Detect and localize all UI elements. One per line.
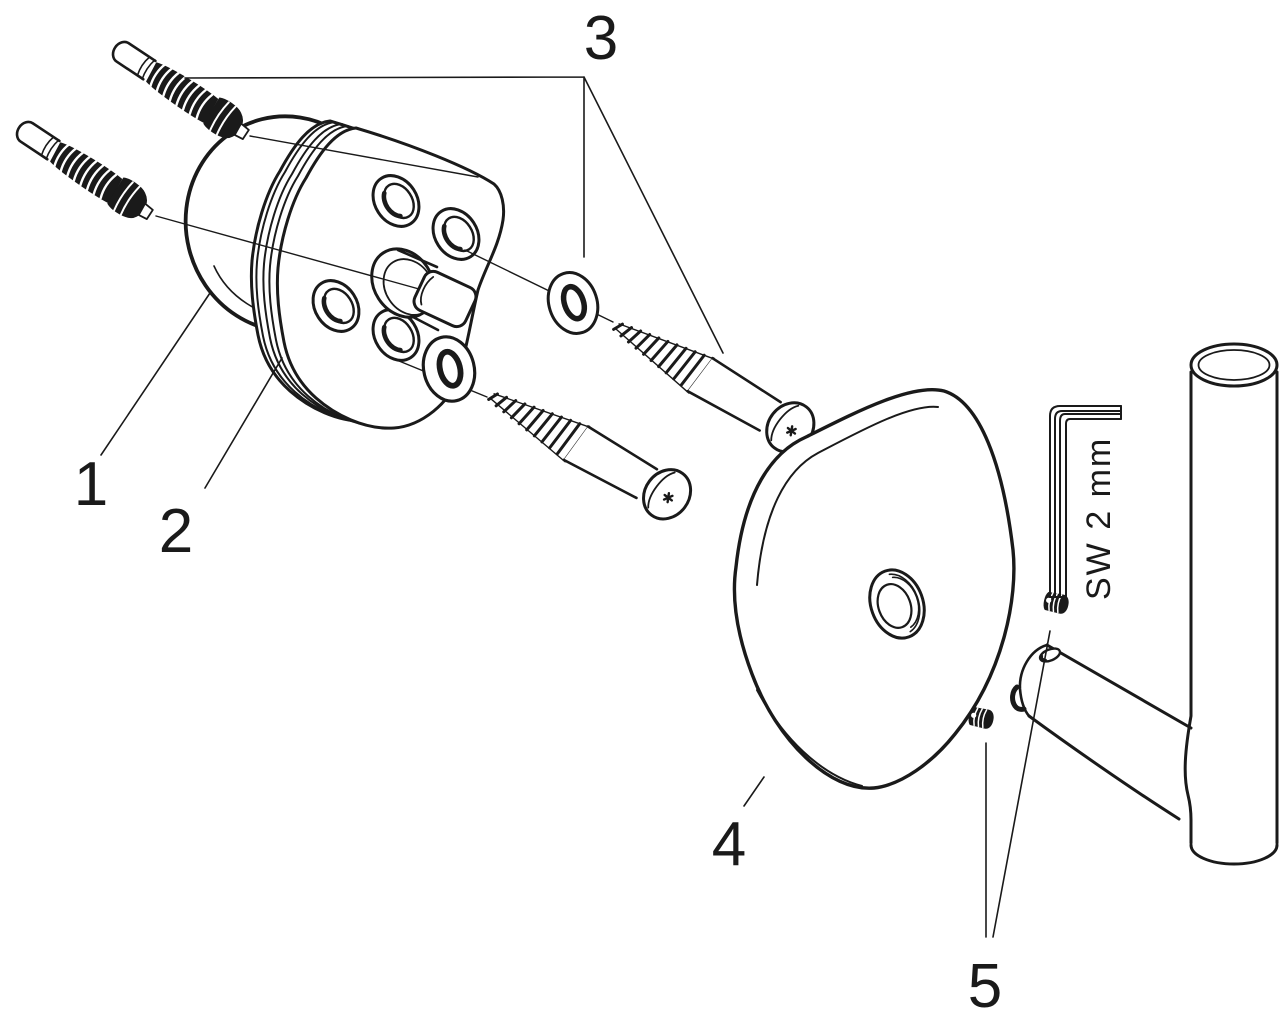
leader-part2 xyxy=(204,357,283,489)
rod-body-fill xyxy=(1191,345,1277,864)
stud-edge-top xyxy=(396,248,439,269)
label-part4: 4 xyxy=(712,810,746,879)
cover-plate-face-edge xyxy=(756,405,939,586)
screw-1 xyxy=(599,299,829,467)
arm-lower-edge xyxy=(1027,714,1181,821)
rod-bottom-cap xyxy=(1189,843,1279,866)
allen-key-icon xyxy=(1049,405,1122,598)
axis-line-lower-plug xyxy=(155,215,420,290)
leader-part3 xyxy=(184,76,724,354)
screw-2 xyxy=(474,369,705,534)
arm-top-hole xyxy=(1038,647,1062,663)
stud-head-chamfer xyxy=(419,276,435,306)
allen-key-inner-line-2 xyxy=(1059,413,1122,598)
rod-top-cap xyxy=(1189,342,1279,388)
allen-key-inner-line-1 xyxy=(1054,410,1122,598)
allen-key-outer-edge xyxy=(1049,405,1122,598)
label-part1: 1 xyxy=(74,450,108,519)
label-part2: 2 xyxy=(159,497,193,566)
axis-line-upper-plug xyxy=(249,135,479,178)
stud-edge-bottom xyxy=(411,315,440,332)
wall-plug-lower xyxy=(8,111,162,230)
leader-part5 xyxy=(985,630,1051,938)
wall-plug-upper xyxy=(104,31,258,150)
leader-lines xyxy=(100,76,1051,938)
set-screw-lower xyxy=(967,705,996,730)
leader-part1 xyxy=(100,292,211,456)
label-part5: 5 xyxy=(968,952,1002,1021)
stud-square-head xyxy=(412,269,478,329)
washer-1 xyxy=(541,266,606,340)
cover-hole-inner xyxy=(876,583,913,629)
cover-plate xyxy=(732,388,1016,790)
allen-key-right-edge xyxy=(1065,418,1122,598)
arm-side-hole xyxy=(1010,684,1027,712)
cover-plate-hole xyxy=(868,568,926,640)
flange-groove-line-2 xyxy=(262,123,381,426)
arm-upper-edge xyxy=(1045,643,1193,730)
rod-left-edge xyxy=(1183,370,1193,845)
holder-arm xyxy=(1010,643,1193,821)
cover-plate-thickness-edge xyxy=(756,689,863,787)
tool-size-label: SW 2 mm xyxy=(1080,437,1118,600)
label-part3: 3 xyxy=(584,4,618,73)
mounting-flange xyxy=(249,119,506,430)
flange-groove-line-1 xyxy=(268,125,387,428)
cover-hole-thread-2 xyxy=(891,576,920,628)
rod-top-rim xyxy=(1197,349,1271,381)
holder-rod xyxy=(1183,342,1279,866)
flange-center-stud xyxy=(370,247,478,332)
flange-groove-line-3 xyxy=(255,121,374,424)
leader-part4 xyxy=(743,776,765,807)
